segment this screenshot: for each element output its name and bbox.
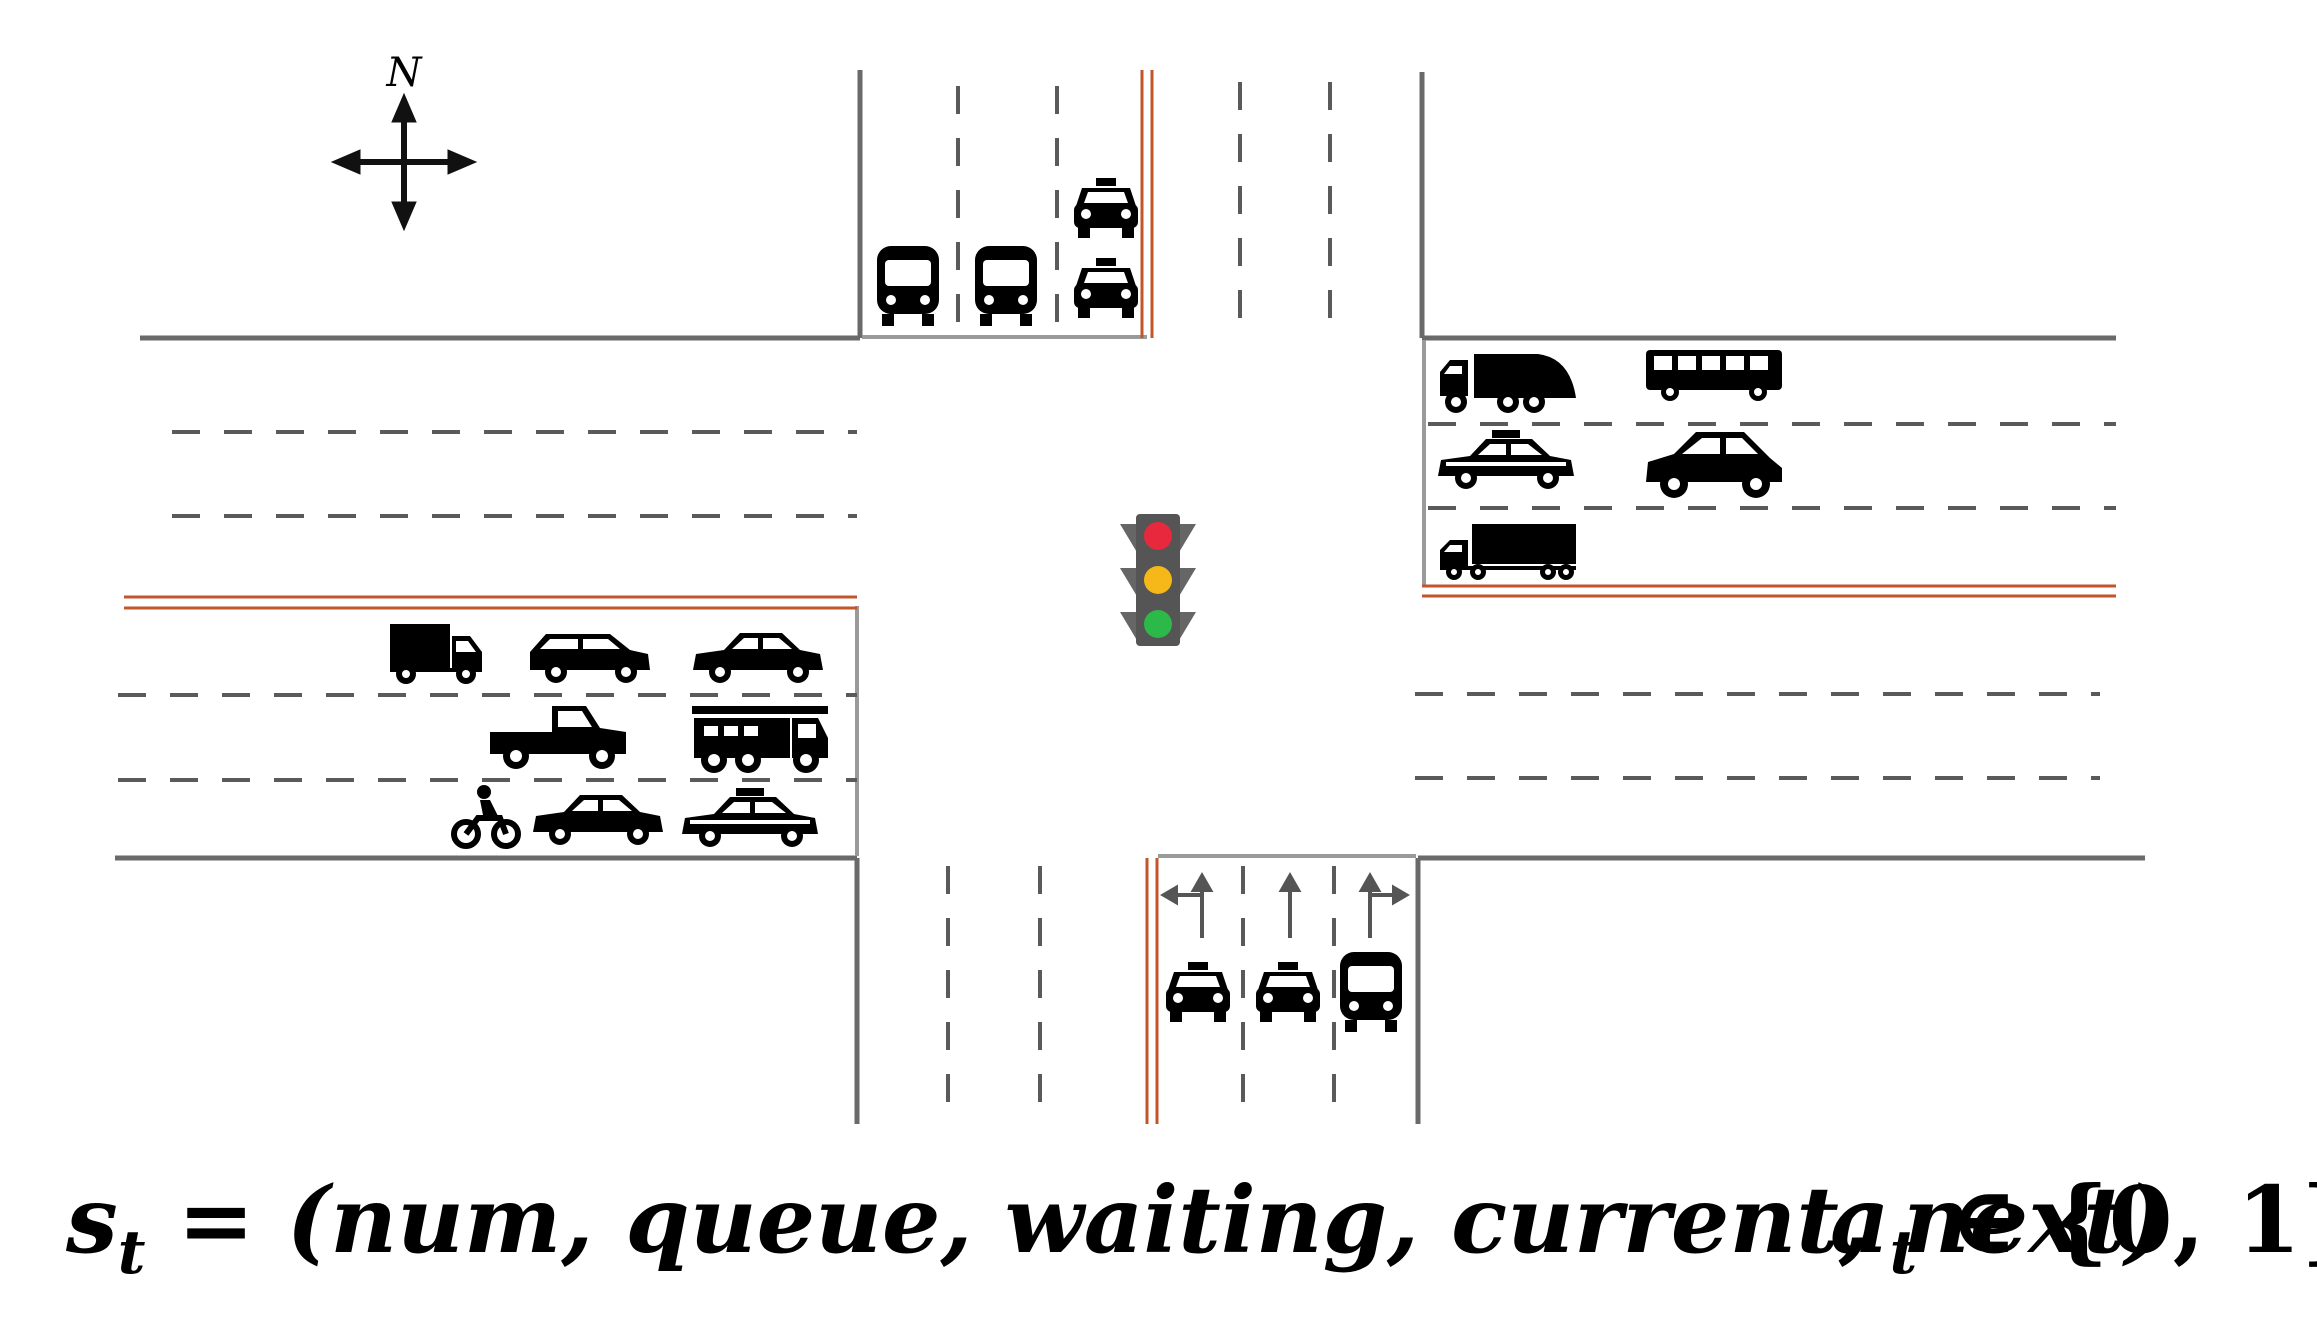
east-vehicles xyxy=(1438,350,1782,580)
stop-lines xyxy=(855,335,1426,858)
pickup-icon xyxy=(490,706,626,769)
green-light xyxy=(1144,610,1172,638)
state-symbol: s xyxy=(66,1166,118,1274)
lane-dashes xyxy=(118,82,2116,1118)
taxi-icon xyxy=(1256,962,1320,1022)
bus-icon xyxy=(975,246,1037,326)
state-formula: st = (num, queue, waiting, current, next… xyxy=(66,1150,2169,1290)
taxi-icon xyxy=(1438,430,1574,489)
taxi-icon xyxy=(1074,258,1138,318)
action-symbol: a xyxy=(1830,1166,1890,1274)
box-truck-icon xyxy=(390,624,482,684)
state-definition: = (num, queue, waiting, current, next) xyxy=(145,1166,2170,1274)
yellow-light xyxy=(1144,566,1172,594)
element-of-symbol: ∈ xyxy=(1917,1166,2050,1274)
bus-icon xyxy=(877,246,939,326)
wagon-icon xyxy=(530,634,650,683)
hatchback-icon xyxy=(1646,432,1782,498)
west-vehicles xyxy=(390,624,828,847)
garbage-truck-icon xyxy=(1440,354,1576,413)
compass-north-label: N xyxy=(386,50,424,96)
south-vehicles xyxy=(1166,952,1402,1032)
bus-icon xyxy=(1340,952,1402,1032)
compass: N xyxy=(330,50,478,232)
compass-arrows-icon xyxy=(330,92,478,232)
lane-arrows xyxy=(1160,871,1410,938)
arrow-straight-right-icon xyxy=(1358,871,1410,938)
sedan-icon xyxy=(533,795,663,845)
road-edges xyxy=(115,70,2145,1124)
bus-icon xyxy=(1646,350,1782,401)
intersection-diagram: N xyxy=(115,50,2145,1124)
taxi-icon xyxy=(1166,962,1230,1022)
arrow-straight-left-icon xyxy=(1160,871,1214,938)
semi-truck-icon xyxy=(1440,524,1576,580)
median-lines xyxy=(124,70,2116,1124)
taxi-icon xyxy=(1074,178,1138,238)
action-set: {0, 1} xyxy=(2049,1166,2317,1274)
action-subscript: t xyxy=(1889,1218,1918,1288)
taxi-icon xyxy=(682,788,818,847)
red-light xyxy=(1144,522,1172,550)
action-formula: at ∈ {0, 1} xyxy=(1830,1150,2317,1290)
sedan-icon xyxy=(693,633,823,683)
north-vehicles xyxy=(877,178,1138,326)
fire-truck-icon xyxy=(692,706,828,773)
traffic-light xyxy=(1120,514,1196,646)
motorcycle-icon xyxy=(454,785,518,846)
state-subscript: t xyxy=(117,1218,146,1288)
arrow-straight-icon xyxy=(1278,871,1302,938)
